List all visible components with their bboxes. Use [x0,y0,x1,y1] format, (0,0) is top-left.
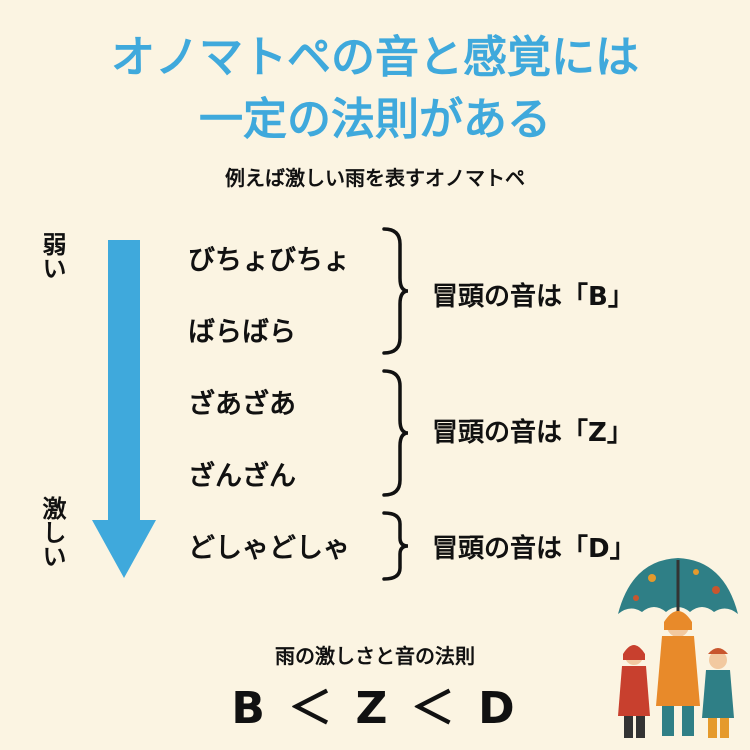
onomatopoeia-word: ばらばら [188,317,296,348]
brace-icon [382,227,409,355]
summary-label: 雨の激しさと音の法則 [275,644,475,668]
onomatopoeia-word: どしゃどしゃ [188,533,350,564]
summary-formula: B ＜ Z ＜ D [231,683,519,734]
intensity-arrow-icon [92,240,156,578]
rule-label-d: 冒頭の音は「D」 [432,534,636,564]
rule-label-b: 冒頭の音は「B」 [432,282,634,312]
onomatopoeia-word: びちょびちょ [188,245,350,276]
brace-icon [382,369,409,497]
onomatopoeia-word: ざんざん [188,461,296,492]
brace-icon [382,511,409,581]
scale-weak-label: 弱い [38,232,66,280]
rule-label-z: 冒頭の音は「Z」 [432,418,633,448]
family-umbrella-illustration [618,558,738,738]
subtitle: 例えば激しい雨を表すオノマトペ [225,166,525,190]
title-line-1: オノマトペの音と感覚には [111,32,639,83]
onomatopoeia-word: ざあざあ [188,389,296,420]
scale-strong-label: 激しい [38,496,66,568]
title-line-2: 一定の法則がある [199,94,551,145]
